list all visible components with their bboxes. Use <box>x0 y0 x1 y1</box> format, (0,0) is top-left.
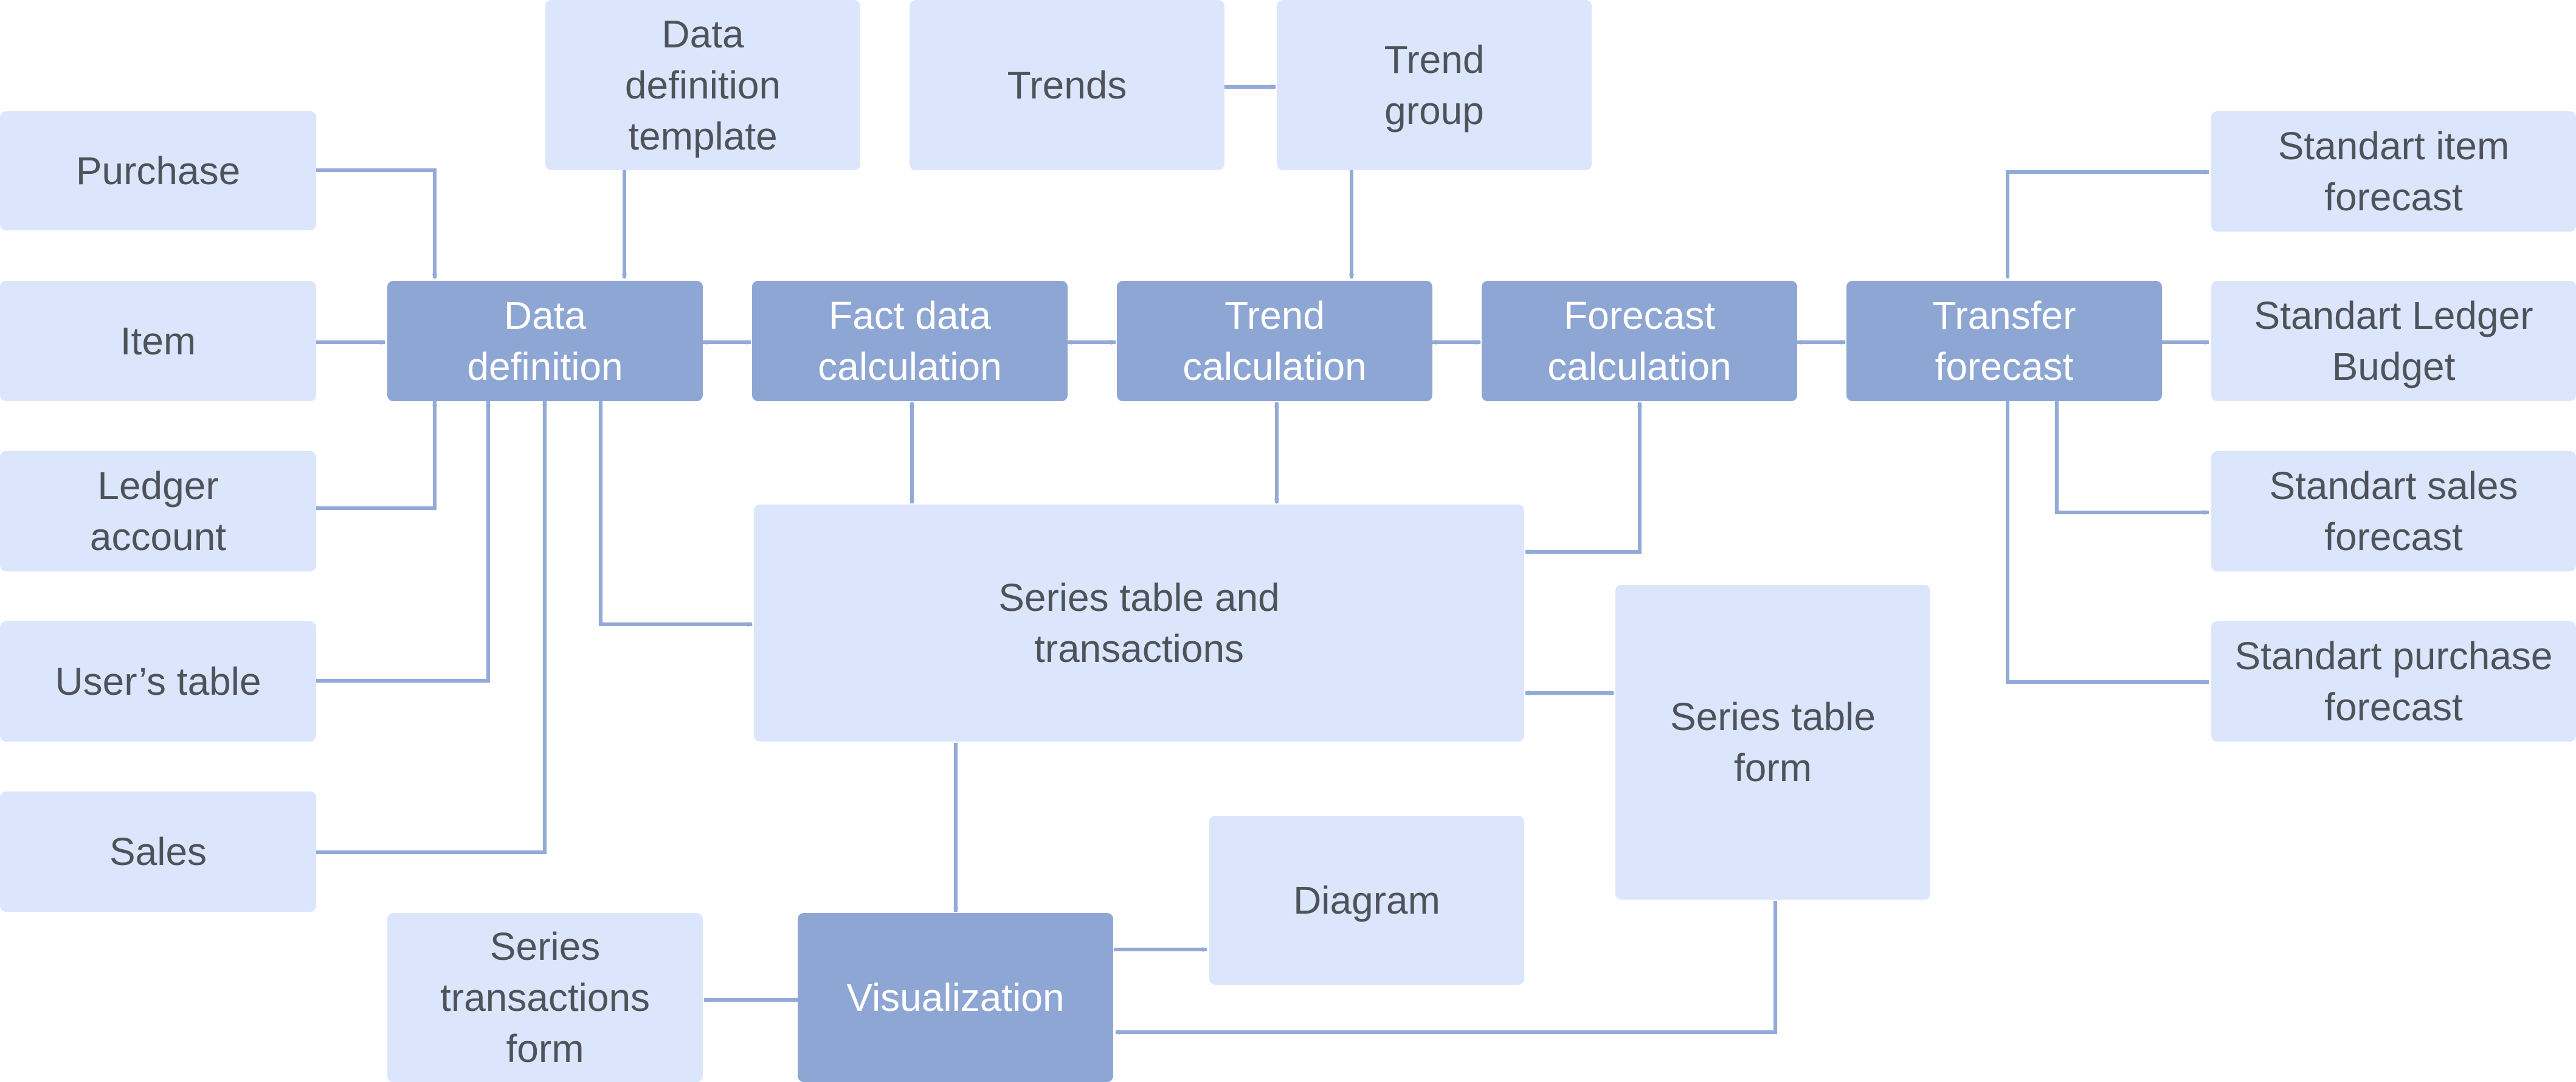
arrow-sales-to-data-definition <box>316 401 545 854</box>
node-trends: Trends <box>910 0 1224 170</box>
node-trend-group: Trend group <box>1277 0 1592 170</box>
node-data-definition-template: Data definition template <box>545 0 860 170</box>
node-series-table-form: Series table form <box>1615 585 1930 900</box>
node-trend-calculation: Trend calculation <box>1117 281 1432 401</box>
arrow-data-definition-to-series-table <box>599 401 752 624</box>
arrow-series-table-form-to-visualization <box>1116 901 1777 1032</box>
node-ledger-account: Ledger account <box>0 451 316 571</box>
node-forecast-calculation: Forecast calculation <box>1482 281 1797 401</box>
node-item: Item <box>0 281 316 401</box>
arrow-transfer-to-sales-forecast <box>2055 401 2209 512</box>
arrow-users-table-to-data-definition <box>316 401 488 683</box>
node-standart-sales-forecast: Standart sales forecast <box>2211 451 2576 571</box>
node-standart-item-forecast: Standart item forecast <box>2211 111 2576 232</box>
node-users-table: User’s table <box>0 621 316 742</box>
node-data-definition: Data definition <box>387 281 703 401</box>
node-transfer-forecast: Transfer forecast <box>1846 281 2162 401</box>
arrow-forecast-calculation-series-table <box>1525 402 1640 552</box>
node-visualization: Visualization <box>798 913 1113 1082</box>
node-series-transactions-form: Series transactions form <box>387 913 703 1082</box>
arrow-transfer-to-item-forecast <box>2006 172 2209 278</box>
node-diagram: Diagram <box>1209 816 1524 985</box>
node-sales: Sales <box>0 791 316 912</box>
node-series-table-and-transactions: Series table and transactions <box>754 505 1524 742</box>
node-fact-data-calculation: Fact data calculation <box>752 281 1068 401</box>
arrow-purchase-to-data-definition <box>316 168 435 278</box>
node-standart-purchase-forecast: Standart purchase forecast <box>2211 621 2576 742</box>
arrow-transfer-to-purchase-forecast <box>2006 401 2209 682</box>
node-purchase: Purchase <box>0 111 316 230</box>
node-standart-ledger-budget: Standart Ledger Budget <box>2211 281 2576 401</box>
arrow-ledger-to-data-definition <box>316 401 435 510</box>
